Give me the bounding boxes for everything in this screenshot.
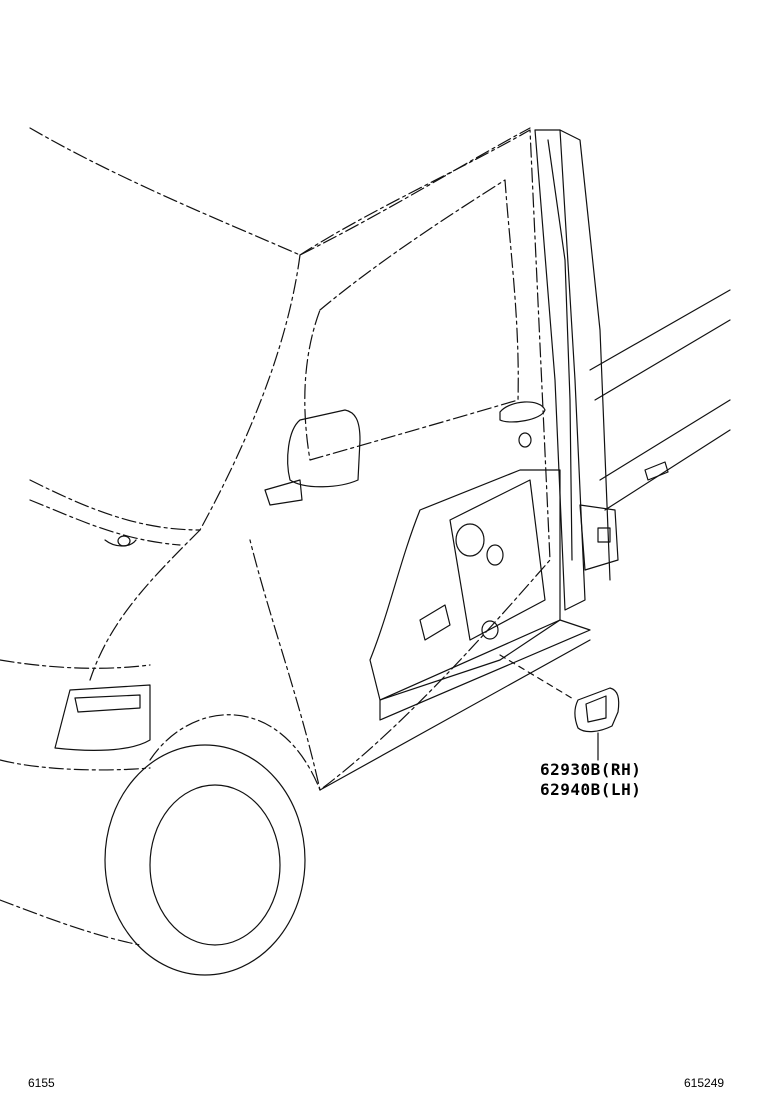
wheel-arch [149,714,321,791]
access-hole-4 [419,604,451,641]
inner-panel [369,469,561,701]
part-number-rh: 62930B(RH) [540,760,642,779]
washer-nozzle [117,535,131,547]
b-pillar-rear [559,129,611,581]
door-outline [249,129,551,791]
door-window [304,179,519,461]
front-tire [104,744,306,976]
headlamp [54,684,151,751]
side-mirror [287,409,361,488]
access-hole-2 [486,544,504,566]
b-pillar-inner [547,139,573,561]
plug-hole-cover-inner [585,695,607,723]
latch-bracket [579,504,619,571]
mirror-arm [264,479,303,506]
assembly-leader [499,654,576,701]
door-handle [499,401,546,423]
hood-line [29,499,181,546]
bumper-outline [0,759,151,771]
plug-hole-cover [574,687,620,733]
rear-rail-lower [599,399,731,511]
roof-outline [29,127,531,256]
bumper-lower [0,899,141,946]
part-number-lh: 62940B(LH) [540,780,642,799]
door-lock [518,432,532,448]
access-hole-3 [481,620,499,640]
rear-rail-upper [589,289,731,401]
cab-front-outline [29,479,201,531]
inner-brace [449,479,546,641]
front-fender-line [89,529,201,681]
latch-slot [597,527,611,543]
rocker-panel [379,619,591,721]
figure-code-right: 615249 [684,1076,725,1090]
striker [644,461,669,481]
rocker-lower [319,639,591,791]
access-hole-1 [455,523,485,557]
figure-code-left: 6155 [28,1076,55,1090]
front-bumper-line [0,659,151,669]
roof-front-edge [199,254,301,531]
headlamp-inner [74,694,141,713]
front-tire-inner [149,784,281,946]
